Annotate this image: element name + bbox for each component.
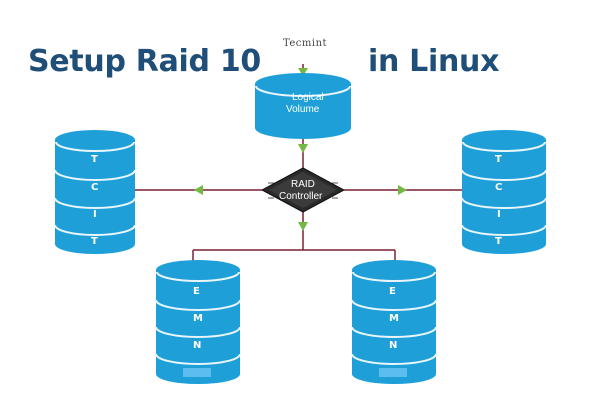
disk-label: M xyxy=(389,313,399,324)
controller-label-line2: Controller xyxy=(279,191,323,202)
logical-volume-disk: Logical Volume xyxy=(255,73,351,139)
arrow-left-icon xyxy=(194,185,203,195)
raid-controller-chip: RAID Controller xyxy=(260,167,346,213)
disk-label: N xyxy=(193,340,201,351)
arrow-down-icon xyxy=(298,222,308,231)
disk-label: M xyxy=(193,313,203,324)
disk-label: C xyxy=(91,182,98,193)
disk-label: T xyxy=(91,236,98,247)
disk-label: C xyxy=(495,182,502,193)
title-right: in Linux xyxy=(368,44,500,79)
disk-indicator xyxy=(379,368,407,377)
tecmint-brand: Tecmint xyxy=(283,38,328,49)
disk-label: E xyxy=(389,286,396,297)
disk-label: I xyxy=(497,209,501,220)
disk-label: T xyxy=(495,236,502,247)
logical-volume-label-line1: Logical xyxy=(292,92,324,103)
controller-label-line1: RAID xyxy=(291,179,315,190)
disk-label: E xyxy=(193,286,200,297)
disk-label: T xyxy=(91,154,98,165)
arrow-top-icon xyxy=(298,68,308,76)
disk-label: N xyxy=(389,340,397,351)
disk-label: T xyxy=(495,154,502,165)
title-left: Setup Raid 10 xyxy=(28,44,261,79)
arrow-lv-down-icon xyxy=(298,144,308,153)
disk-emn-right: E M N xyxy=(351,260,437,384)
disk-tcit-right: T C I T xyxy=(461,130,547,254)
disk-tcit-left: T C I T xyxy=(54,130,136,254)
logical-volume-label-line2: Volume xyxy=(286,104,320,115)
disk-emn-left: E M N xyxy=(155,260,241,384)
arrow-right-icon xyxy=(398,185,407,195)
disk-label: I xyxy=(93,209,97,220)
disk-indicator xyxy=(183,368,211,377)
